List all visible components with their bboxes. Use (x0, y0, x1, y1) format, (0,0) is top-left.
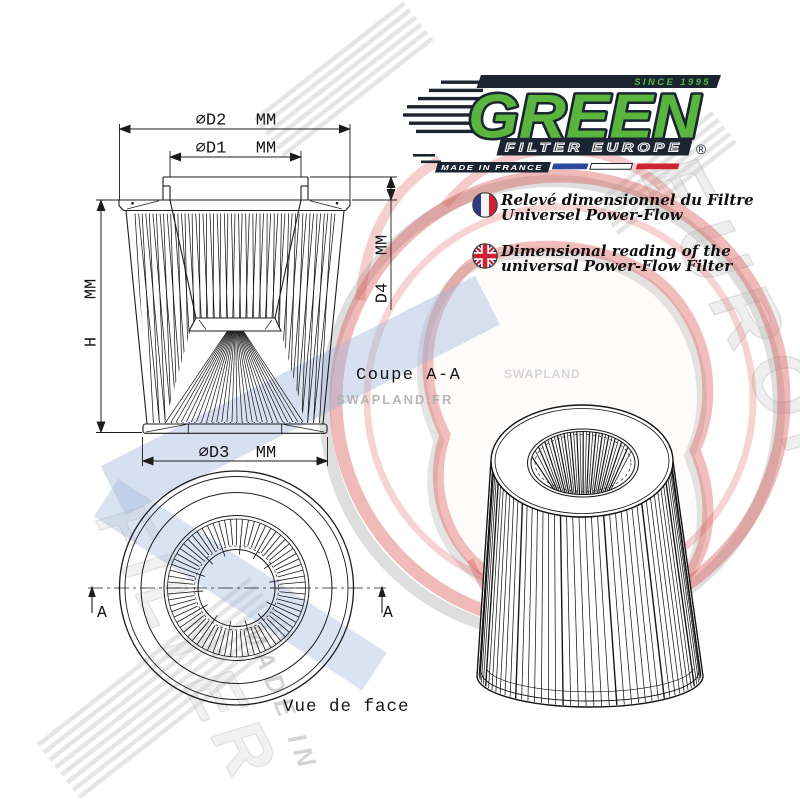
tagline-banner (496, 138, 693, 156)
since-badge: SINCE 1995 (634, 77, 711, 88)
front-view-pleats (167, 519, 306, 657)
description-fr: Relevé dimensionnel du Filtre Universel … (501, 193, 754, 223)
french-flag-bars-icon (551, 163, 680, 170)
cone-top-face (491, 405, 673, 517)
cone-body-pleats (478, 461, 702, 706)
dim-h-unit: MM (83, 279, 102, 299)
dim-d3-label: ⌀D3 (199, 444, 230, 463)
section-view-title: Coupe A-A (356, 366, 462, 385)
section-outline (118, 176, 351, 434)
made-in-badge: MADE IN FRANCE (441, 163, 543, 172)
section-cut-arrows (88, 585, 386, 613)
description-en-line2: universal Power-Flow Filter (501, 257, 733, 275)
section-inner-cone-pleats (165, 331, 304, 422)
description-en: Dimensional reading of the universal Pow… (501, 244, 732, 274)
section-extension-lines (96, 124, 397, 466)
cut-label-right: A (383, 603, 393, 622)
watermark-stripes-icon (36, 1, 737, 800)
perspective-view (476, 404, 704, 708)
section-view: ⌀D2 MM ⌀D1 MM ⌀D3 MM H MM D4 MM (83, 112, 397, 466)
description-en-line1: Dimensional reading of the (501, 242, 731, 260)
front-view (88, 470, 386, 706)
dim-h-label: H (83, 337, 102, 347)
front-view-title: Vue de face (283, 697, 410, 717)
french-flag-icon (472, 192, 498, 218)
registered-mark: ® (696, 141, 707, 157)
dim-d2-label: ⌀D2 (196, 112, 227, 131)
made-in-banner (435, 162, 551, 173)
section-dimension-lines (96, 124, 396, 466)
section-dimension-texts: ⌀D2 MM ⌀D1 MM ⌀D3 MM H MM D4 MM (83, 112, 393, 464)
cone-inlet-pleats (531, 431, 632, 495)
dim-d4-unit: MM (374, 235, 393, 255)
description-fr-line1: Relevé dimensionnel du Filtre (501, 191, 754, 209)
watermark-blue-bands (93, 275, 500, 691)
dim-d1-unit: MM (256, 140, 276, 159)
brand-logo: SINCE 1995 GREEN FILTER EUROPE ® MADE IN… (403, 75, 721, 173)
description-fr-line2: Universel Power-Flow (501, 206, 683, 224)
dim-d3-unit: MM (256, 444, 276, 463)
watermark-site-text-2: SWAPLAND (504, 367, 581, 381)
dim-d1-label: ⌀D1 (196, 140, 227, 159)
watermark-site-text: SWAPLAND.FR (336, 392, 454, 407)
brand-tagline: FILTER EUROPE (505, 141, 683, 155)
dim-d4-label: D4 (374, 283, 393, 303)
since-banner (476, 75, 721, 88)
uk-flag-icon (472, 243, 498, 269)
dim-d2-unit: MM (256, 112, 276, 131)
cut-label-left: A (97, 603, 107, 622)
speed-lines-icon (403, 80, 483, 164)
